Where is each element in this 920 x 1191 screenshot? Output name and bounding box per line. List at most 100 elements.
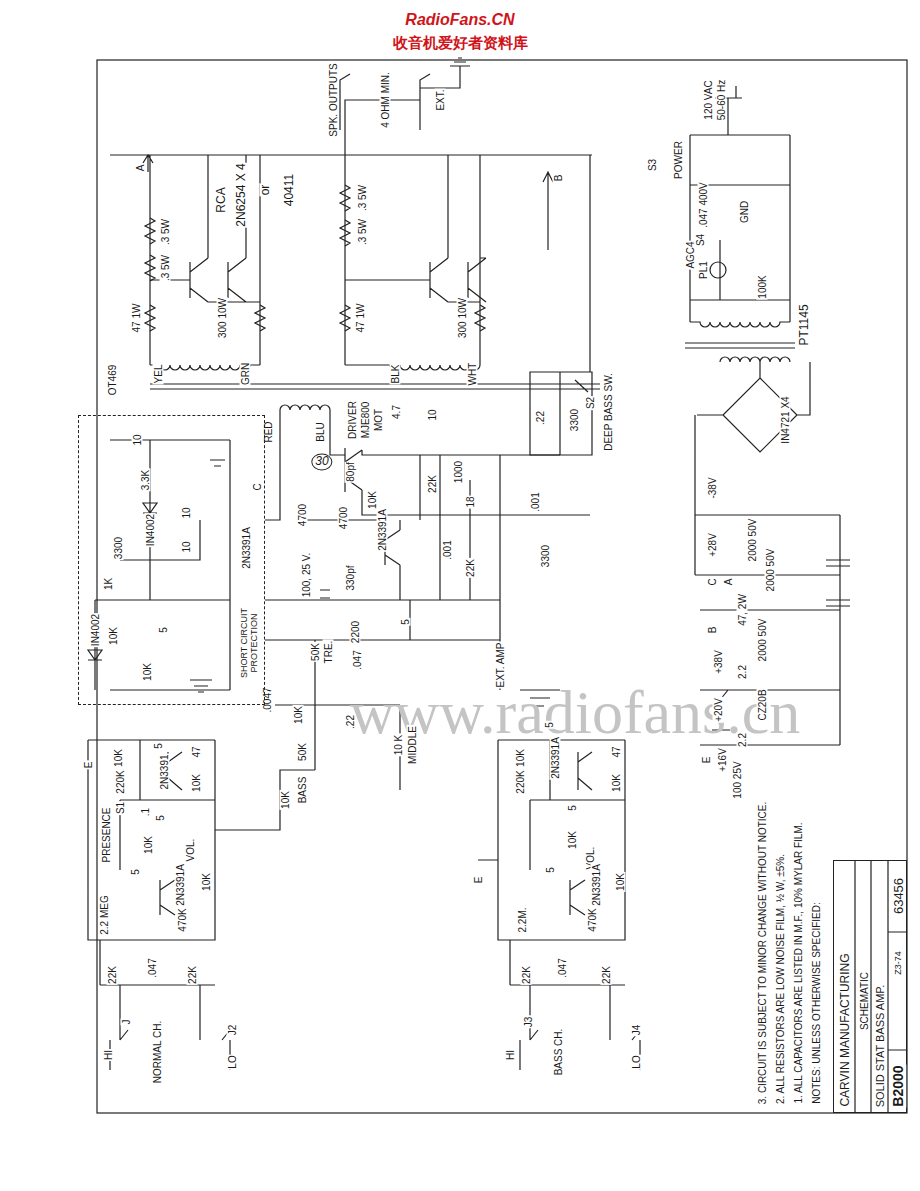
component-label: 10K xyxy=(293,705,304,725)
component-label: 5 xyxy=(544,721,555,729)
component-label: 3.3K xyxy=(140,469,151,492)
component-label: 120 VAC xyxy=(703,79,714,120)
component-label: .047 xyxy=(557,957,568,978)
handwritten-note: 30 xyxy=(311,453,332,470)
component-label: PT1145 xyxy=(798,303,811,346)
component-label: IN4002 xyxy=(90,613,101,647)
protection-region: SHORT CIRCUIT PROTECTION xyxy=(78,415,265,705)
component-label: E xyxy=(83,761,94,770)
component-label: .22 xyxy=(535,410,546,426)
component-label: C xyxy=(707,577,718,586)
component-label: 10 xyxy=(181,540,192,553)
component-label: .001 xyxy=(442,539,453,560)
component-label: S4 xyxy=(695,233,706,247)
component-label: .3 5W xyxy=(160,254,171,282)
component-label: CZ20B xyxy=(757,688,768,721)
component-label: 100 25V xyxy=(732,760,743,799)
component-label: .1 xyxy=(140,807,151,817)
component-label: DEEP BASS SW. xyxy=(603,372,614,452)
component-label: MIDDLE xyxy=(407,725,418,765)
component-label: 47 xyxy=(611,745,622,758)
component-label: SPK. OUTPUTS xyxy=(328,62,339,137)
pilot-lamp xyxy=(710,262,726,278)
component-label: 22K xyxy=(521,965,532,985)
component-label: 2N6254 X 4 xyxy=(235,162,248,227)
component-label: BASS CH. xyxy=(553,1028,564,1077)
component-label: .047 xyxy=(147,957,158,978)
note-line: NOTES: UNLESS OTHERWISE SPECIFIED: xyxy=(811,901,822,1105)
component-label: IN4002 xyxy=(145,513,156,547)
component-label: 100, 25 V. xyxy=(301,552,312,599)
component-label: 2N3391A xyxy=(241,526,252,570)
component-label: LO xyxy=(227,1054,238,1069)
component-label: +16V xyxy=(717,747,728,773)
node-text: SOLID STAT BASS AMP. xyxy=(874,983,886,1108)
component-label: 10K xyxy=(367,490,378,510)
component-label: PRESENCE xyxy=(101,806,112,863)
note-line: 3. CIRCUIT IS SUBJECT TO MINOR CHANGE WI… xyxy=(757,801,768,1105)
power-supply-wires xyxy=(685,86,850,745)
component-label: 18 xyxy=(465,495,476,508)
component-label: .0047 xyxy=(262,686,273,713)
component-label: 22K xyxy=(465,558,476,578)
component-label: PL1 xyxy=(698,260,709,280)
component-label: 50K xyxy=(310,642,321,662)
component-label: 2N3391A xyxy=(175,863,186,907)
node-text: SCHEMATIC xyxy=(859,971,870,1031)
component-label: 5 xyxy=(158,626,169,634)
note-line: 1. ALL CAPACITORS ARE LISTED IN M.F., 10… xyxy=(793,822,804,1105)
component-label: +20V xyxy=(713,697,724,723)
component-label: -38V xyxy=(707,476,718,499)
component-label: LO xyxy=(631,1054,642,1069)
component-label: 1000 xyxy=(453,460,464,484)
component-label: 47 1W xyxy=(355,303,366,334)
component-label: +38V xyxy=(713,649,724,675)
resistor-symbols xyxy=(145,185,485,331)
output-stage-wires xyxy=(110,58,592,372)
component-label: VOL. xyxy=(185,838,196,863)
component-label: .001 xyxy=(530,491,541,512)
component-label: 3300 xyxy=(113,536,124,560)
component-label: 2000 50V xyxy=(757,618,768,663)
node-text: CARVIN MANUFACTURING xyxy=(839,953,852,1108)
driver-stage-wires xyxy=(215,410,590,830)
component-label: 220K xyxy=(115,769,126,794)
component-label: .3 5W xyxy=(160,218,171,246)
component-label: 470K xyxy=(177,907,188,932)
note-line: 2. ALL RESISTORS ARE LOW NOISE FILM, ½ W… xyxy=(775,853,786,1105)
component-label: 22K xyxy=(107,965,118,985)
component-label: .047 xyxy=(352,649,363,670)
output-transistors xyxy=(150,155,486,302)
component-label: 4 OHM MIN. xyxy=(380,71,391,129)
component-label: B xyxy=(707,626,718,635)
component-label: 2.2 xyxy=(737,732,748,748)
component-label: J xyxy=(121,1019,132,1026)
component-label: 50K xyxy=(297,742,308,762)
component-label: E xyxy=(473,876,484,885)
component-label: 10 xyxy=(181,506,192,519)
component-label: 10K xyxy=(113,748,124,768)
component-label: 2000 50V xyxy=(747,518,758,563)
component-label: 10K xyxy=(611,773,622,793)
component-label: BLK xyxy=(390,364,401,385)
component-label: RCA xyxy=(215,186,228,213)
component-label: MJE800 xyxy=(360,401,371,440)
component-label: 10K xyxy=(201,872,212,892)
node-text: Z3-74 xyxy=(894,950,904,976)
component-label: J4 xyxy=(631,1024,642,1037)
component-label: 10K xyxy=(108,626,119,646)
component-label: HI xyxy=(505,1049,516,1061)
component-label: HI xyxy=(103,1049,114,1061)
component-label: POWER xyxy=(673,140,684,180)
title-block-dividers xyxy=(855,860,907,1112)
component-label: EXT. xyxy=(435,88,446,111)
component-label: 10K xyxy=(191,773,202,793)
component-label: IN4721 X4 xyxy=(780,395,791,444)
component-label: 5 xyxy=(130,868,141,876)
component-label: S2 xyxy=(585,396,596,410)
component-label: 3300 xyxy=(569,408,580,432)
component-label: .3 5W xyxy=(357,184,368,212)
watermark: 收音机爱好者资料库 xyxy=(392,35,529,52)
component-label: 10K xyxy=(615,872,626,892)
